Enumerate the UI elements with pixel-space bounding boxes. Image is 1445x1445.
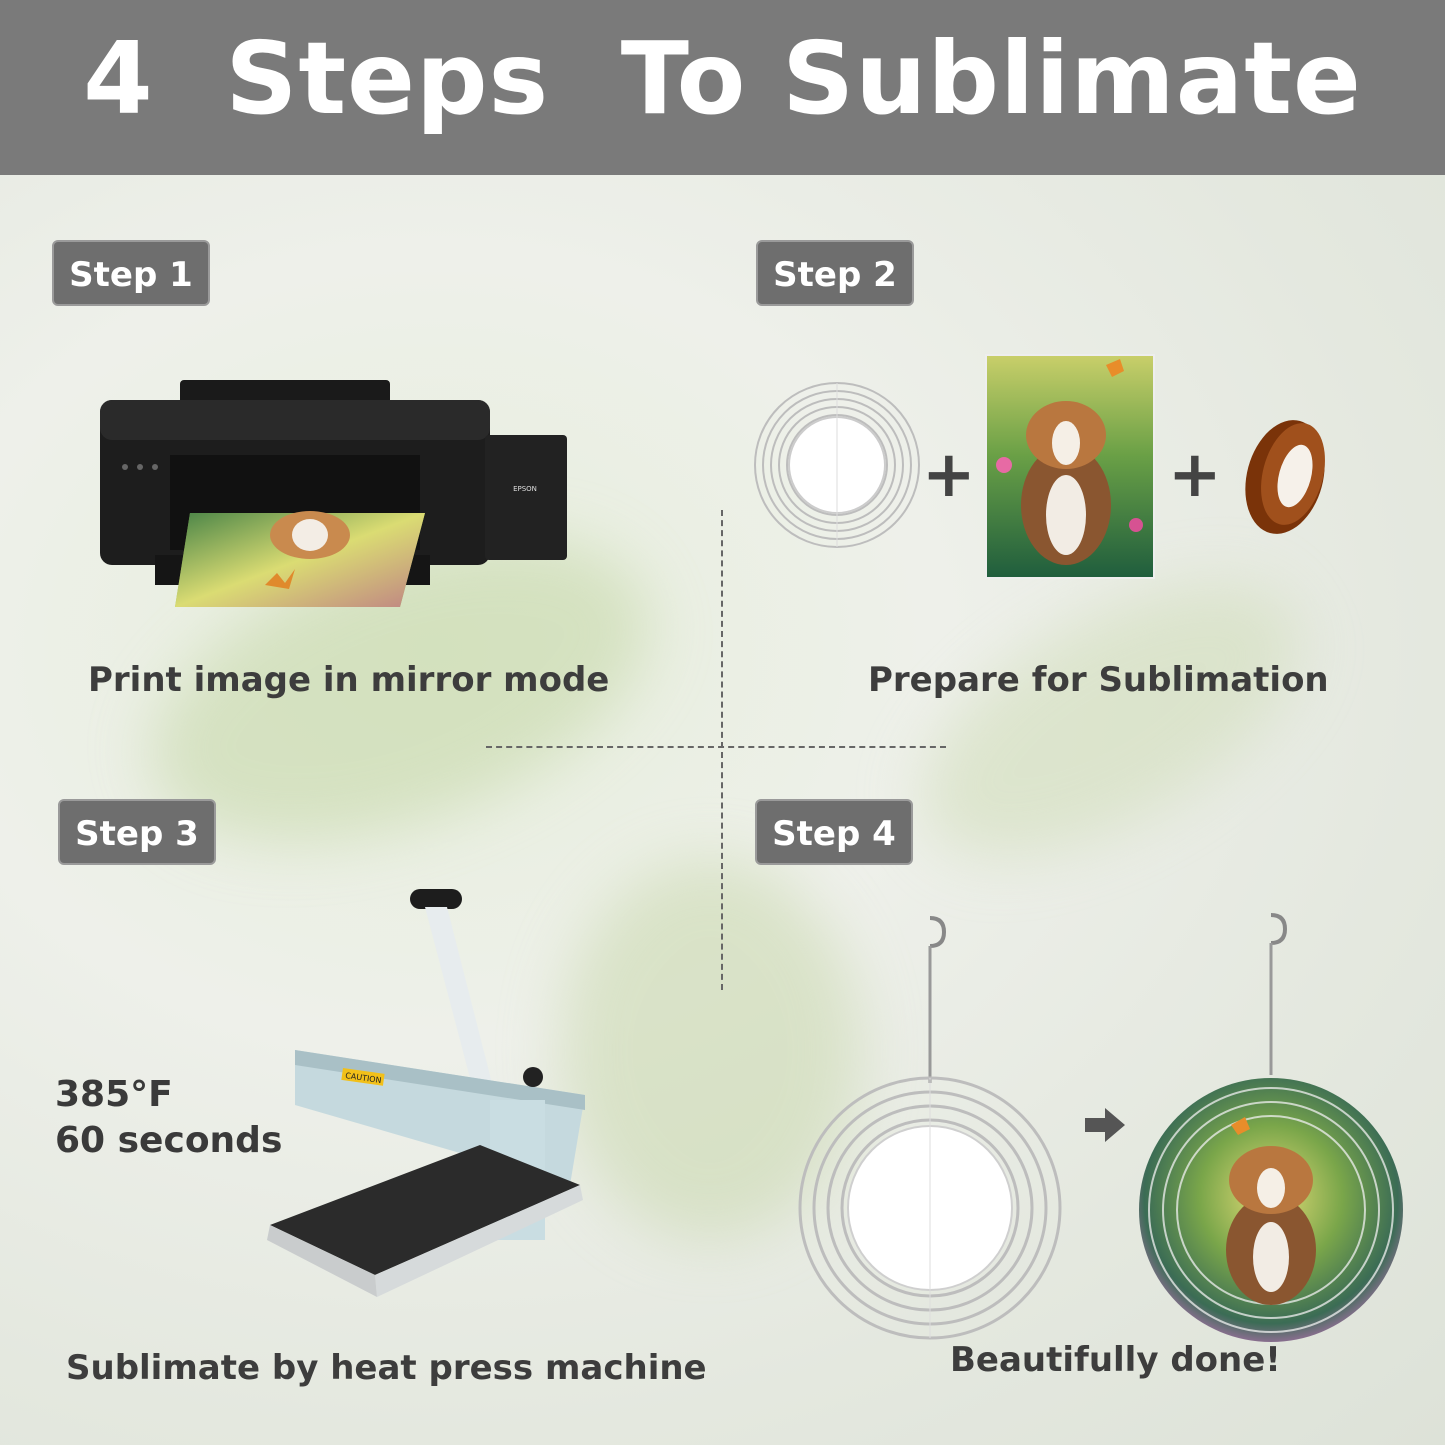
plus-sign-2: + <box>1168 438 1222 512</box>
heat-settings: 385°F 60 seconds <box>55 1072 282 1164</box>
time-value: 60 seconds <box>55 1120 283 1161</box>
step-2-caption: Prepare for Sublimation <box>868 660 1329 700</box>
step-2-badge: Step 2 <box>756 240 914 306</box>
step-4-badge: Step 4 <box>755 799 913 865</box>
printer-brand: EPSON <box>513 485 537 493</box>
plus-sign-1: + <box>922 438 976 512</box>
background-blur <box>560 860 860 1240</box>
background-blur <box>878 528 1342 912</box>
step-1-badge: Step 1 <box>52 240 210 306</box>
step-3-badge: Step 3 <box>58 799 216 865</box>
divider-vertical <box>721 510 723 990</box>
photo-print-icon <box>985 354 1155 579</box>
step-4-caption: Beautifully done! <box>950 1340 1281 1380</box>
temperature-value: 385°F <box>55 1074 173 1115</box>
step-1-caption: Print image in mirror mode <box>88 660 610 700</box>
blank-spinner-icon <box>754 382 920 548</box>
heat-press-icon: CAUTION <box>267 889 585 1297</box>
step-3-caption: Sublimate by heat press machine <box>66 1348 707 1388</box>
blank-spinner-large-icon <box>798 916 1062 1340</box>
page-title: 4 Steps To Sublimate <box>83 20 1362 137</box>
header-bar <box>0 0 1445 175</box>
finished-spinner-icon <box>1139 913 1403 1342</box>
heat-tape-icon <box>1245 420 1325 534</box>
printer-icon: EPSON <box>100 380 567 607</box>
arrow-right-icon <box>1085 1108 1125 1142</box>
divider-horizontal <box>486 746 946 748</box>
